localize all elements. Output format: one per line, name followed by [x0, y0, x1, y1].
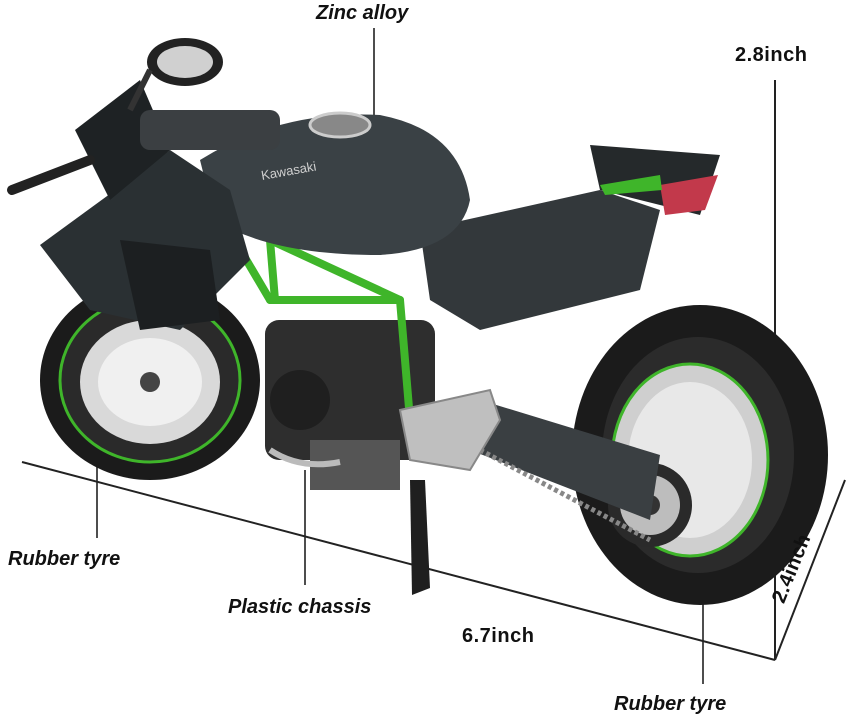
right-tyre-label: Rubber tyre — [614, 693, 727, 715]
height-dimension-label: 2.8inch — [735, 44, 808, 66]
front-fairing — [40, 80, 250, 330]
width-line — [774, 479, 846, 661]
handlebars — [7, 38, 280, 195]
length-dimension-label: 6.7inch — [462, 625, 535, 647]
swingarm — [470, 400, 660, 543]
front-wheel — [40, 280, 260, 480]
kickstand — [410, 480, 430, 595]
zinc-alloy-label: Zinc alloy — [316, 2, 409, 24]
plastic-chassis-label: Plastic chassis — [228, 596, 372, 618]
footpeg-bracket — [398, 388, 502, 472]
length-line — [21, 461, 776, 661]
tail-section — [420, 145, 720, 330]
left-tyre-label: Rubber tyre — [8, 548, 121, 570]
engine — [265, 320, 435, 490]
